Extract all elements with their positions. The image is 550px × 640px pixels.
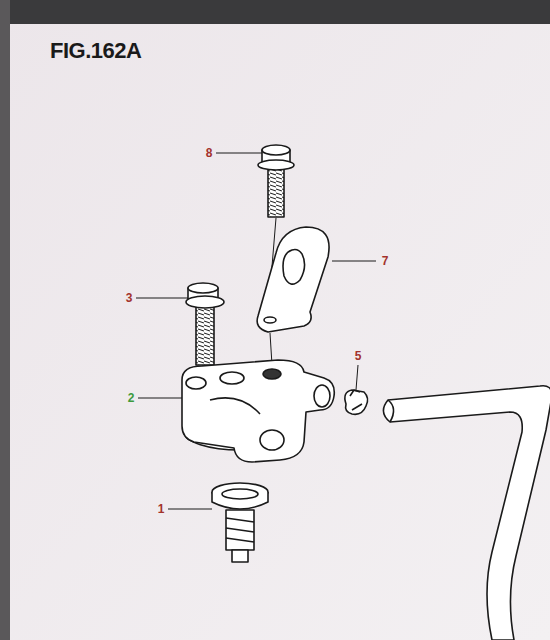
bolt-3 xyxy=(186,283,224,365)
thermostat-housing-2 xyxy=(182,360,334,462)
callout-number: 7 xyxy=(382,255,389,267)
callout-number: 2 xyxy=(128,392,135,404)
bolt-8 xyxy=(258,145,294,217)
leader-line xyxy=(356,365,358,390)
thermostat-1 xyxy=(212,483,268,562)
leader-line xyxy=(168,509,212,510)
leader-line xyxy=(138,398,182,399)
leader-line xyxy=(216,153,262,154)
figure-title: FIG.162A xyxy=(50,40,141,62)
photo-frame xyxy=(0,0,550,24)
leader-line xyxy=(332,261,376,262)
photo-frame xyxy=(0,0,10,640)
leader-line xyxy=(136,298,188,299)
callout-number: 3 xyxy=(126,292,133,304)
water-hose xyxy=(383,386,550,640)
callout-number: 1 xyxy=(158,503,165,515)
callout-number: 5 xyxy=(355,350,362,362)
hose-clip-5 xyxy=(345,390,368,414)
callout-number: 8 xyxy=(206,147,213,159)
bracket-7 xyxy=(257,227,329,332)
